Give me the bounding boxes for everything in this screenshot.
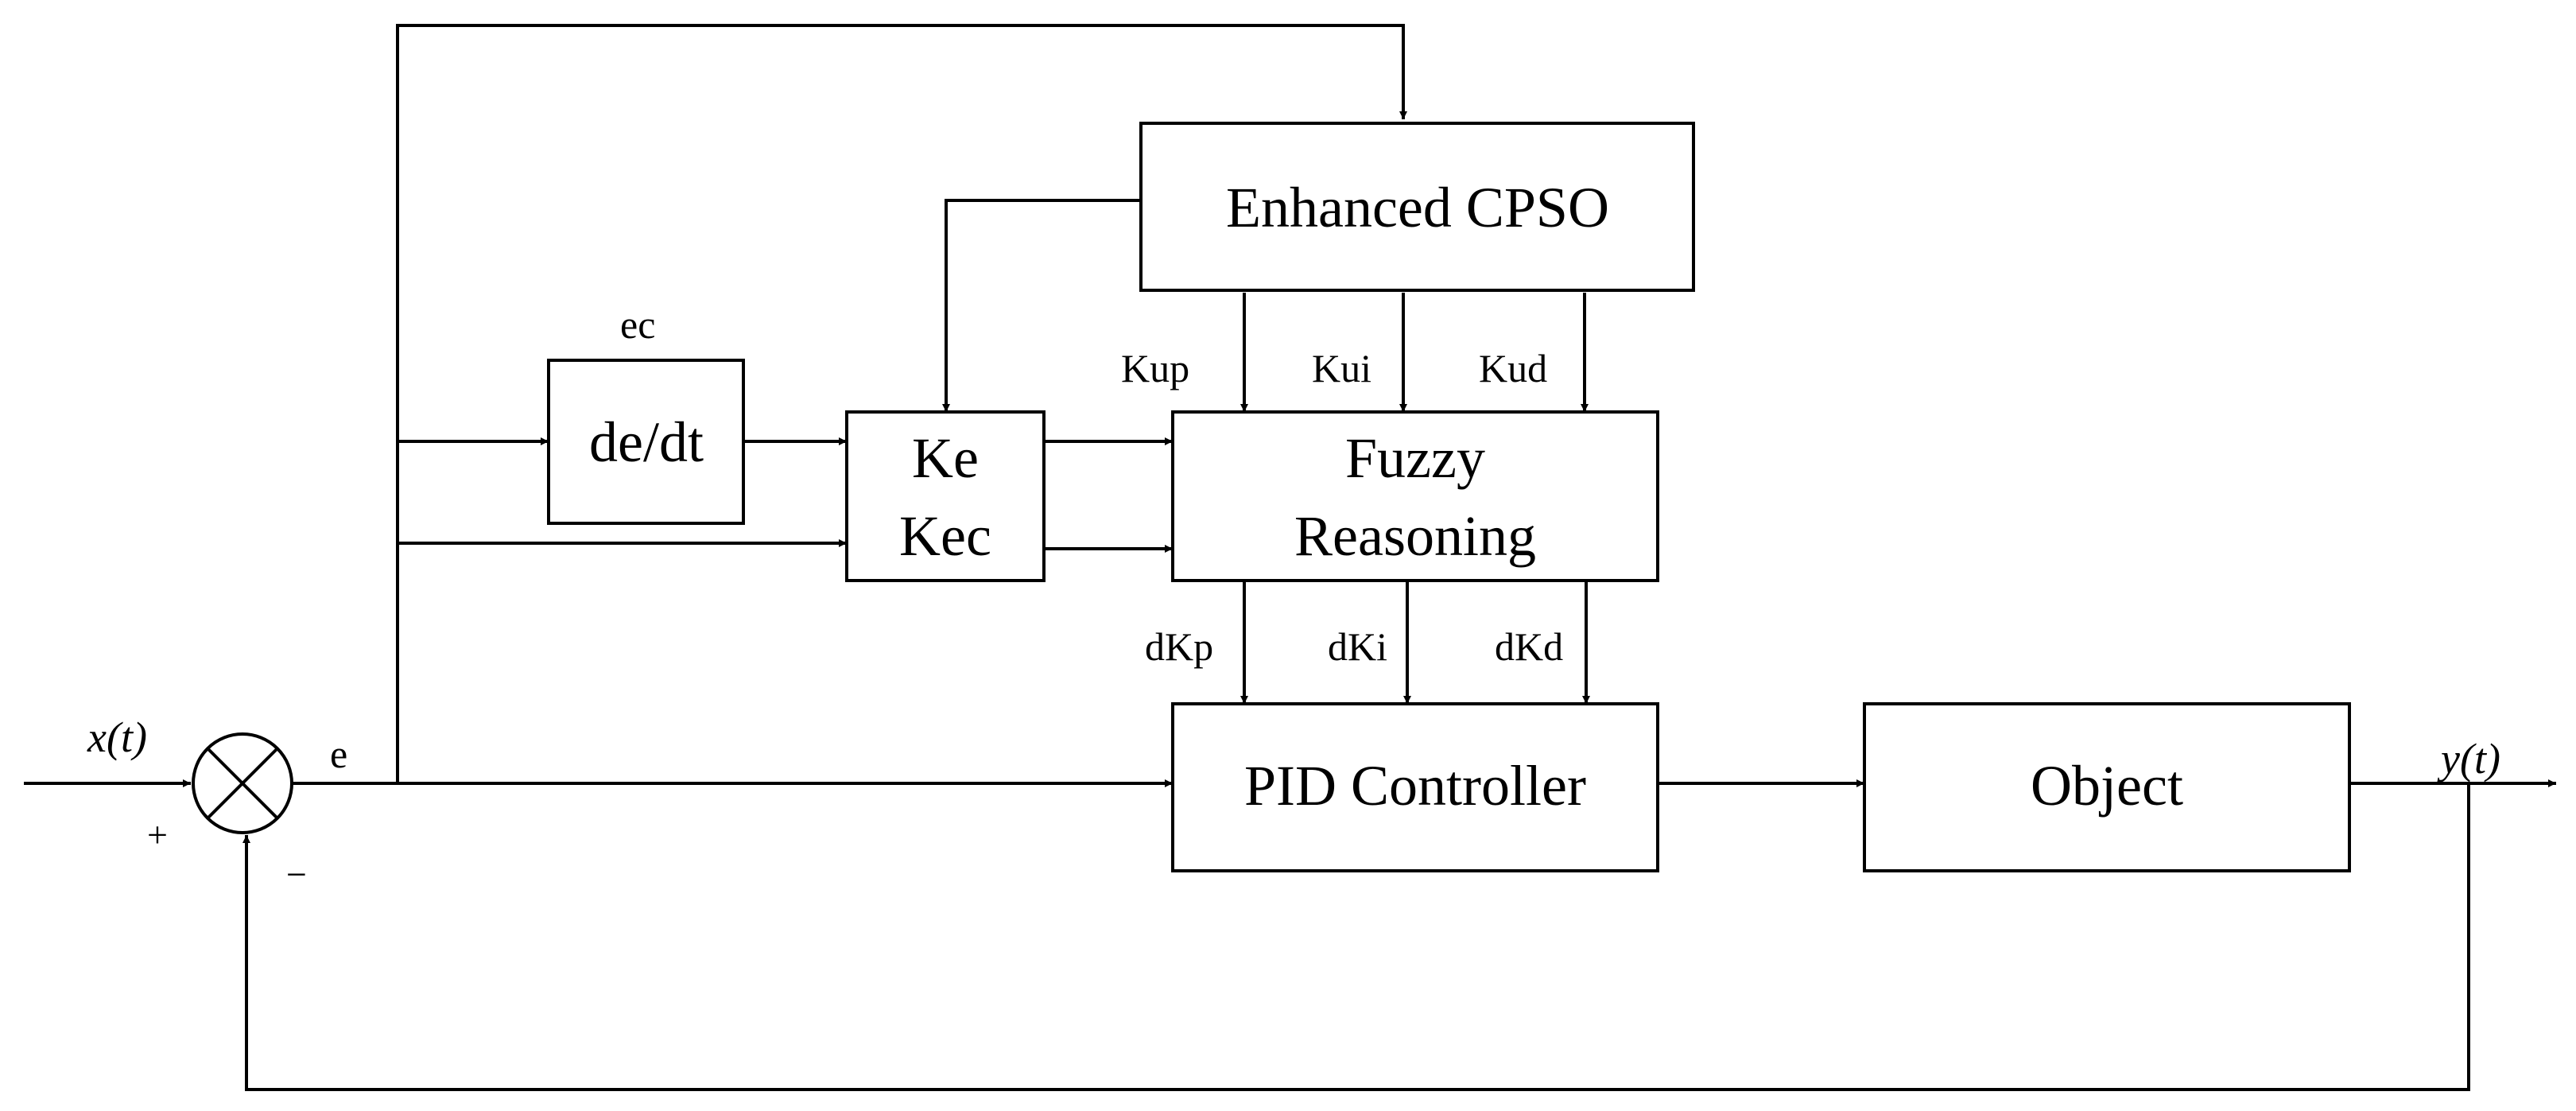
cpso-label: Enhanced CPSO — [1226, 176, 1609, 239]
dkd-label: dKd — [1495, 624, 1563, 669]
derivative-block: de/dt — [547, 359, 745, 525]
kud-label: Kud — [1479, 346, 1547, 390]
output-label: y(t) — [2437, 735, 2500, 783]
fuzzy-block: Fuzzy Reasoning — [1171, 410, 1659, 582]
kup-label: Kup — [1121, 346, 1189, 390]
object-label: Object — [2031, 754, 2183, 818]
signal-labels: x(t) y(t) e ec + − Kup Kui Kud dKp dKi d… — [87, 302, 2500, 895]
summing-junction — [192, 732, 293, 834]
error-feed-to-cpso-line — [396, 24, 1407, 783]
cpso-block: Enhanced CPSO — [1139, 122, 1695, 292]
pid-block: PID Controller — [1171, 702, 1659, 872]
kui-label: Kui — [1312, 346, 1371, 390]
pid-label: PID Controller — [1244, 754, 1586, 818]
error-label: e — [330, 732, 347, 776]
error-change-label: ec — [620, 302, 655, 347]
gain-label-kec: Kec — [899, 504, 991, 568]
gain-label-ke: Ke — [912, 426, 979, 490]
dkp-label: dKp — [1145, 624, 1213, 669]
minus-sign: − — [286, 854, 307, 895]
input-label: x(t) — [87, 713, 147, 761]
connections — [24, 24, 2556, 1091]
object-block: Object — [1863, 702, 2351, 872]
derivative-label: de/dt — [589, 410, 704, 474]
fuzzy-label-line1: Fuzzy — [1345, 426, 1485, 490]
dki-label: dKi — [1328, 624, 1387, 669]
feedback-line — [242, 783, 2470, 1091]
gain-block: Ke Kec — [845, 410, 1046, 582]
plus-sign: + — [147, 814, 168, 855]
fuzzy-label-line2: Reasoning — [1294, 504, 1536, 568]
cpso-to-gain-line — [942, 199, 1141, 412]
